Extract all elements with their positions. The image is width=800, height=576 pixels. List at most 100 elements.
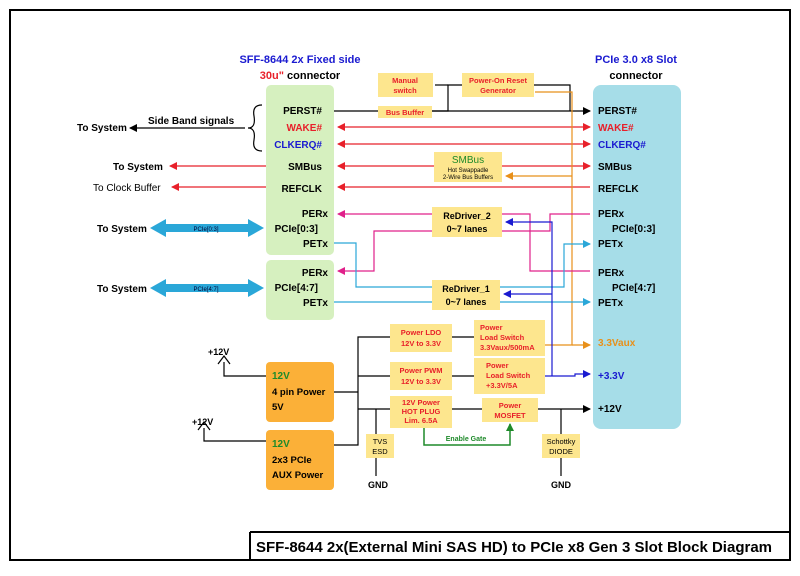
svg-text:Power: Power [480,323,503,332]
svg-text:12V: 12V [272,439,290,450]
svg-text:Schottky: Schottky [547,437,576,446]
right-12v-label: +12V [598,404,622,415]
diagram-title: SFF-8644 2x(External Mini SAS HD) to PCI… [256,539,772,556]
left-perst-label: PERST# [283,106,322,117]
svg-text:ESD: ESD [372,447,388,456]
plus12v-1-arrow [217,355,231,365]
load-switch-33-block: Power Load Switch +3.3V/5A [474,358,545,394]
pcie1-bus-arrow [150,219,264,237]
sideband-brace [247,104,263,152]
plus12v-2-wire [203,428,266,442]
right-g2-pcie: PCIe[4:7] [612,283,655,294]
svg-text:Power: Power [499,401,522,410]
right-g1-petx: PETx [598,239,623,250]
manual-to-por-wire [432,84,462,112]
redriver1-block: ReDriver_1 0~7 lanes [432,280,500,310]
aux-power-block: 12V 2x3 PCIe AUX Power [266,430,334,490]
svg-text:Lim. 6.5A: Lim. 6.5A [404,416,438,425]
pcie2-bus-arrow [150,279,264,297]
right-clkreq-label: CLKERQ# [598,140,646,151]
left-connector-body-1 [266,85,334,255]
enable-gate-label: Enable Gate [446,436,487,443]
v33-to-slot-wire [545,370,591,378]
to-system-sideband: To System [77,123,127,134]
right-g1-pcie: PCIe[0:3] [612,224,655,235]
right-g2-petx: PETx [598,298,623,309]
manual-switch-block: Manual switch [378,73,433,97]
plus12v-1-wire [223,362,266,377]
four-pin-power-block: 12V 4 pin Power 5V [266,362,334,422]
mosfet-block: Power MOSFET [482,398,538,422]
svg-text:Hot Swappadle: Hot Swappadle [448,168,489,174]
left-connector-subtitle: 30u" connector [260,70,341,82]
right-g2-perx: PERx [598,268,625,279]
power-ldo-block: Power LDO 12V to 3.3V [390,324,452,352]
svg-text:12V: 12V [272,371,290,382]
right-33v-label: +3.3V [598,371,625,382]
svg-text:HOT PLUG: HOT PLUG [402,407,441,416]
right-smbus-label: SMBus [598,162,632,173]
tvs-block: TVS ESD [366,434,394,458]
outer-frame [9,9,791,561]
svg-text:Generator: Generator [480,86,516,95]
svg-text:ReDriver_2: ReDriver_2 [443,211,491,221]
svg-text:0~7 lanes: 0~7 lanes [446,297,487,307]
svg-text:Load Switch: Load Switch [486,371,531,380]
svg-text:TVS: TVS [373,437,388,446]
svg-text:3.3Vaux/500mA: 3.3Vaux/500mA [480,343,535,352]
to-system-pcie1: To System [97,224,147,235]
svg-text:switch: switch [393,86,417,95]
left-g2-petx: PETx [303,298,328,309]
side-band-label: Side Band signals [148,116,235,127]
svg-text:+3.3V/5A: +3.3V/5A [486,381,518,390]
svg-text:5V: 5V [272,402,284,413]
svg-text:SMBus: SMBus [452,155,484,166]
left-clkreq-label: CLKERQ# [274,140,322,151]
aux-12v-bus [334,336,390,446]
svg-text:4 pin Power: 4 pin Power [272,387,326,398]
svg-text:2-Wire Bus Buffers: 2-Wire Bus Buffers [443,175,493,181]
to-clock-buffer: To Clock Buffer [93,183,161,194]
svg-text:12V Power: 12V Power [402,398,440,407]
svg-text:Manual: Manual [392,76,418,85]
redriver2-block: ReDriver_2 0~7 lanes [432,207,502,237]
left-connector-body-2 [266,260,334,320]
left-smbus-label: SMBus [288,162,322,173]
to-system-smbus: To System [113,162,163,173]
left-connector-title: SFF-8644 2x Fixed side [239,54,360,66]
schottky-block: Schottky DIODE [542,434,580,458]
svg-text:Power-On Reset: Power-On Reset [469,76,527,85]
plus12v-1-label: +12V [208,347,229,357]
v33-to-rd2-wire [505,218,553,376]
svg-text:12V to 3.3V: 12V to 3.3V [401,377,441,386]
svg-text:Power: Power [486,361,509,370]
bus-buffer-block: Bus Buffer [378,106,432,118]
pcie1-bus-label: PCIe[0:3] [193,227,218,233]
enable-gate-wire [423,423,514,446]
right-slot-subtitle: connector [609,70,663,82]
left-g2-perx: PERx [302,268,329,279]
svg-text:12V to 3.3V: 12V to 3.3V [401,339,441,348]
svg-text:DIODE: DIODE [549,447,573,456]
right-refclk-label: REFCLK [598,184,639,195]
left-g1-pcie: PCIe[0:3] [275,224,318,235]
g1-petx-wire-b [500,240,591,288]
to-system-pcie2: To System [97,284,147,295]
svg-text:2x3 PCIe: 2x3 PCIe [272,455,312,466]
svg-text:ReDriver_1: ReDriver_1 [442,284,490,294]
right-slot-body [593,85,681,429]
por-generator-block: Power-On Reset Generator [462,73,534,97]
gnd-2: GND [551,480,572,490]
left-g2-pcie: PCIe[4:7] [275,283,318,294]
hot-plug-block: 12V Power HOT PLUG Lim. 6.5A [390,396,452,428]
plus12v-2-arrow [197,421,211,431]
right-33vaux-label: 3.3Vaux [598,338,636,349]
svg-text:AUX Power: AUX Power [272,470,324,481]
g2-perx-wire [337,230,432,275]
load-switch-aux-block: Power Load Switch 3.3Vaux/500mA [474,320,545,356]
svg-text:Power PWM: Power PWM [400,366,443,375]
left-g1-perx: PERx [302,209,329,220]
svg-text:Load Switch: Load Switch [480,333,525,342]
